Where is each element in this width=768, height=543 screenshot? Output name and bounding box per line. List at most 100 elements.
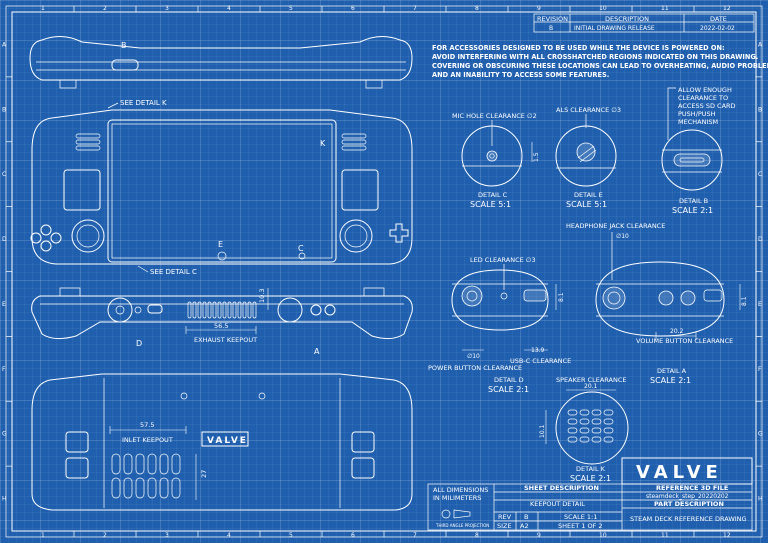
detail-d-power: POWER BUTTON CLEARANCE bbox=[428, 364, 522, 372]
rev-header-revision: REVISION bbox=[537, 15, 568, 23]
grid-col-label: 12 bbox=[723, 5, 731, 12]
grid-col-label: 5 bbox=[289, 5, 293, 12]
grid-col-label: 8 bbox=[475, 5, 479, 12]
grid-row-label: G bbox=[758, 431, 763, 438]
speaker-slot bbox=[579, 427, 590, 434]
grid-col-label: 1 bbox=[41, 5, 45, 12]
exhaust-slot bbox=[212, 301, 217, 319]
detail-d: LED CLEARANCE ∅3 8.1 ∅10 13.9 USB-C CLEA… bbox=[428, 256, 571, 394]
inlet-label: INLET KEEPOUT bbox=[122, 436, 173, 444]
detail-k-speaker: SPEAKER CLEARANCE bbox=[556, 376, 626, 384]
grid-col-label: 2 bbox=[103, 5, 107, 12]
dims-note-1: ALL DIMENSIONS bbox=[433, 486, 488, 494]
detail-d-usbc-dim: 13.9 bbox=[531, 347, 545, 354]
detail-b-clear-3: ACCESS SD CARD bbox=[678, 102, 736, 110]
rev-header-description: DESCRIPTION bbox=[605, 15, 649, 23]
inlet-slot bbox=[147, 453, 157, 475]
detail-k-width-dim: 20.1 bbox=[584, 383, 598, 390]
detail-d-name: DETAIL D bbox=[494, 376, 524, 384]
detail-b-scale: SCALE 2:1 bbox=[672, 206, 713, 215]
rev-cell-date: 2022-02-02 bbox=[700, 25, 735, 32]
inlet-slot bbox=[171, 477, 181, 499]
grid-row-label: B bbox=[758, 106, 762, 113]
grid-row-label: C bbox=[758, 171, 762, 178]
grid-row-label: A bbox=[2, 41, 7, 48]
detail-d-led: LED CLEARANCE ∅3 bbox=[470, 256, 536, 264]
speaker-slot bbox=[591, 436, 602, 443]
detail-c-name: DETAIL C bbox=[478, 191, 508, 199]
detail-b-clear-1: ALLOW ENOUGH bbox=[678, 86, 732, 94]
speaker-slot bbox=[567, 418, 578, 425]
speaker-slot bbox=[579, 436, 590, 443]
size-value: A2 bbox=[520, 522, 529, 530]
exhaust-slot bbox=[247, 301, 252, 319]
detail-e-scale: SCALE 5:1 bbox=[566, 200, 607, 209]
back-logo: VALVE bbox=[207, 436, 248, 446]
exhaust-slot bbox=[187, 301, 192, 319]
inlet-slot bbox=[111, 477, 121, 499]
bottom-edge-view: 56.5 EXHAUST KEEPOUT 10.3 D A bbox=[31, 287, 413, 356]
grid-col-label: 4 bbox=[227, 532, 231, 539]
detail-k-scale: SCALE 2:1 bbox=[570, 474, 611, 483]
speaker-slot bbox=[567, 409, 578, 416]
part-desc: STEAM DECK REFERENCE DRAWING bbox=[630, 515, 747, 523]
screen-outline bbox=[107, 119, 337, 263]
grid-col-label: 3 bbox=[165, 532, 169, 539]
exhaust-slot bbox=[217, 301, 222, 319]
grid-row-label: H bbox=[2, 496, 7, 503]
exhaust-slot bbox=[207, 301, 212, 319]
see-detail-c: SEE DETAIL C bbox=[150, 268, 197, 276]
notice-line-4: AND AN INABILITY TO ACCESS SOME FEATURES… bbox=[432, 71, 609, 79]
notice-line-3: COVERING OR OBSCURING THESE LOCATIONS CA… bbox=[432, 62, 768, 70]
size-label: SIZE bbox=[497, 522, 512, 530]
detail-a-vol-dim: 20.2 bbox=[670, 328, 684, 335]
speaker-slot bbox=[603, 427, 614, 434]
detail-a-name: DETAIL A bbox=[657, 367, 687, 375]
callout-c: C bbox=[298, 244, 304, 253]
detail-d-power-dim: ∅10 bbox=[467, 353, 480, 360]
exhaust-slot bbox=[227, 301, 232, 319]
sheet-value: SHEET 1 OF 2 bbox=[558, 522, 603, 530]
notice-line-1: FOR ACCESSORIES DESIGNED TO BE USED WHIL… bbox=[432, 44, 725, 52]
speaker-slot bbox=[591, 427, 602, 434]
front-view: SEE DETAIL K K E C SEE DETAIL C bbox=[30, 99, 413, 276]
notice-line-2: AVOID INTERFERING WITH ALL CROSSHATCHED … bbox=[432, 53, 758, 61]
exhaust-dim: 56.5 bbox=[214, 322, 228, 330]
speaker-slot bbox=[579, 409, 590, 416]
detail-b-clear-4: PUSH/PUSH bbox=[678, 110, 716, 118]
grid-col-label: 6 bbox=[351, 5, 355, 12]
grid-col-label: 10 bbox=[599, 5, 607, 12]
grid-col-label: 8 bbox=[475, 532, 479, 539]
drawing-frame bbox=[11, 11, 757, 532]
inlet-slot bbox=[123, 453, 133, 475]
rev-cell-description: INITIAL DRAWING RELEASE bbox=[574, 25, 655, 32]
grid-col-label: 11 bbox=[661, 532, 669, 539]
detail-k-name: DETAIL K bbox=[576, 465, 606, 473]
exhaust-slot bbox=[252, 301, 257, 319]
detail-d-usbc: USB-C CLEARANCE bbox=[510, 357, 571, 365]
grid-col-label: 7 bbox=[413, 5, 417, 12]
speaker-slot bbox=[591, 409, 602, 416]
callout-a: A bbox=[314, 347, 320, 356]
grid-row-label: A bbox=[758, 41, 763, 48]
detail-e: ALS CLEARANCE ∅3 DETAIL E SCALE 5:1 bbox=[555, 106, 621, 209]
speaker-slot bbox=[591, 418, 602, 425]
inlet-slot bbox=[171, 453, 181, 475]
ref-file-header: REFERENCE 3D FILE bbox=[656, 484, 728, 492]
speaker-slot bbox=[579, 418, 590, 425]
back-view: VALVE 57.5 INLET KEEPOUT 27 bbox=[31, 373, 413, 511]
speaker-slot bbox=[603, 436, 614, 443]
title-block: VALVE ALL DIMENSIONS IN MILIMETERS THIRD… bbox=[427, 457, 753, 531]
grid-col-label: 1 bbox=[41, 532, 45, 539]
grid-row-label: E bbox=[758, 301, 762, 308]
title-logo: VALVE bbox=[636, 462, 723, 483]
detail-a-scale: SCALE 2:1 bbox=[650, 376, 691, 385]
detail-c: MIC HOLE CLEARANCE ∅2 1.5 DETAIL C SCALE… bbox=[452, 112, 540, 209]
grid-col-label: 9 bbox=[537, 5, 541, 12]
sheet-desc: KEEPOUT DETAIL bbox=[530, 500, 585, 508]
speaker-slot bbox=[567, 427, 578, 434]
grid-col-label: 11 bbox=[661, 5, 669, 12]
exhaust-keepout-slots bbox=[187, 301, 257, 319]
